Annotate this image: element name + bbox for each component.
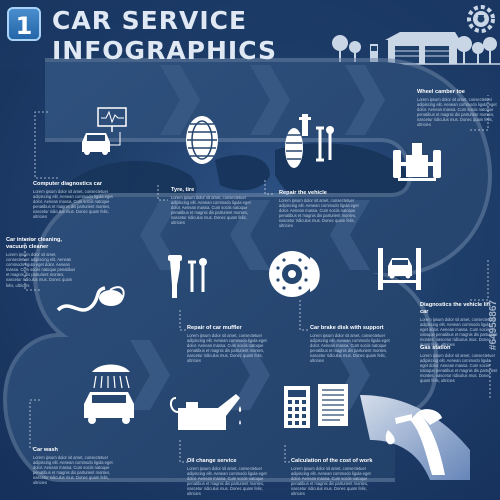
page-title-line2: INFOGRAPHICS	[52, 36, 278, 65]
step-body: Lorem ipsum dolor sit amet, consectetuer…	[33, 455, 113, 486]
tire-icon	[186, 116, 218, 164]
muffler-wrench-icon	[168, 255, 207, 298]
wheel-camber-icon	[393, 143, 441, 181]
step-title: Gas station	[420, 345, 451, 351]
step-computer-diagnostics: Computer diagnostics car Lorem ipsum dol…	[33, 181, 113, 220]
step-title: Diagnostics the vehicle lift car	[420, 302, 491, 315]
calculator-document-icon	[284, 384, 348, 428]
fuel-nozzle-icon	[385, 409, 445, 475]
step-body: Lorem ipsum dolor sit amet, consectetuer…	[310, 333, 390, 364]
step-brake-disk: Car brake disk with support Lorem ipsum …	[310, 325, 392, 364]
brake-disk-icon	[269, 251, 320, 297]
leader-lines	[24, 95, 491, 463]
step-title: Calculation of the cost of work	[291, 458, 373, 464]
step-number-badge: 1	[7, 7, 41, 41]
step-title: Car interior cleaning, vacuum cleaner	[6, 237, 62, 250]
step-title: Car wash	[33, 447, 58, 453]
step-body: Lorem ipsum dolor sit amet, consectetuer…	[420, 353, 498, 384]
vacuum-cleaner-icon	[56, 286, 125, 312]
step-body: Lorem ipsum dolor sit amet, consectetuer…	[420, 317, 498, 348]
watermark-id: #64958867	[488, 300, 499, 351]
gear-icon	[467, 5, 495, 33]
serpentine-road	[3, 58, 492, 482]
step-title: Wheel camber toe	[417, 89, 465, 95]
trees-icon	[332, 35, 497, 64]
step-body: Lorem ipsum dolor sit amet, consectetuer…	[187, 333, 267, 364]
step-body: Lorem ipsum dolor sit amet, consectetuer…	[6, 252, 76, 288]
fuel-pump-icon	[370, 44, 378, 64]
step-car-wash: Car wash Lorem ipsum dolor sit amet, con…	[33, 447, 115, 486]
step-body: Lorem ipsum dolor sit amet, consectetuer…	[33, 189, 113, 220]
step-title: Computer diagnostics car	[33, 181, 103, 187]
step-title: Car brake disk with support	[310, 325, 384, 331]
step-title: Repair of car muffler	[187, 325, 242, 331]
step-cost-calculation: Calculation of the cost of work Lorem ip…	[291, 458, 373, 497]
step-wheel-camber: Wheel camber toe Lorem ipsum dolor sit a…	[417, 89, 497, 128]
step-tyre: Tyre, tire Lorem ipsum dolor sit amet, c…	[171, 187, 253, 226]
step-title: Tyre, tire	[171, 187, 195, 193]
computer-diagnostics-icon	[82, 107, 127, 155]
step-body: Lorem ipsum dolor sit amet, consectetuer…	[291, 466, 371, 497]
oil-can-icon	[170, 394, 242, 430]
step-body: Lorem ipsum dolor sit amet, consectetuer…	[187, 466, 267, 497]
step-body: Lorem ipsum dolor sit amet, consectetuer…	[417, 97, 497, 128]
step-repair-vehicle: Repair the vehicle Lorem ipsum dolor sit…	[279, 190, 361, 229]
step-muffler: Repair of car muffler Lorem ipsum dolor …	[187, 325, 269, 364]
step-lift-diagnostics: Diagnostics the vehicle lift car Lorem i…	[420, 302, 498, 348]
step-gas-station: Gas station Lorem ipsum dolor sit amet, …	[420, 345, 498, 384]
page-title-line1: CAR SERVICE	[52, 6, 248, 35]
step-title: Oil change service	[187, 458, 237, 464]
car-wash-icon	[84, 364, 134, 424]
step-title: Repair the vehicle	[279, 190, 327, 196]
car-lift-icon	[378, 248, 421, 290]
step-body: Lorem ipsum dolor sit amet, consectetuer…	[279, 198, 359, 229]
tire-wrench-icon	[285, 114, 334, 168]
step-body: Lorem ipsum dolor sit amet, consectetuer…	[171, 195, 251, 226]
step-interior-cleaning: Car interior cleaning, vacuum cleaner Lo…	[6, 237, 78, 288]
step-oil-change: Oil change service Lorem ipsum dolor sit…	[187, 458, 269, 497]
